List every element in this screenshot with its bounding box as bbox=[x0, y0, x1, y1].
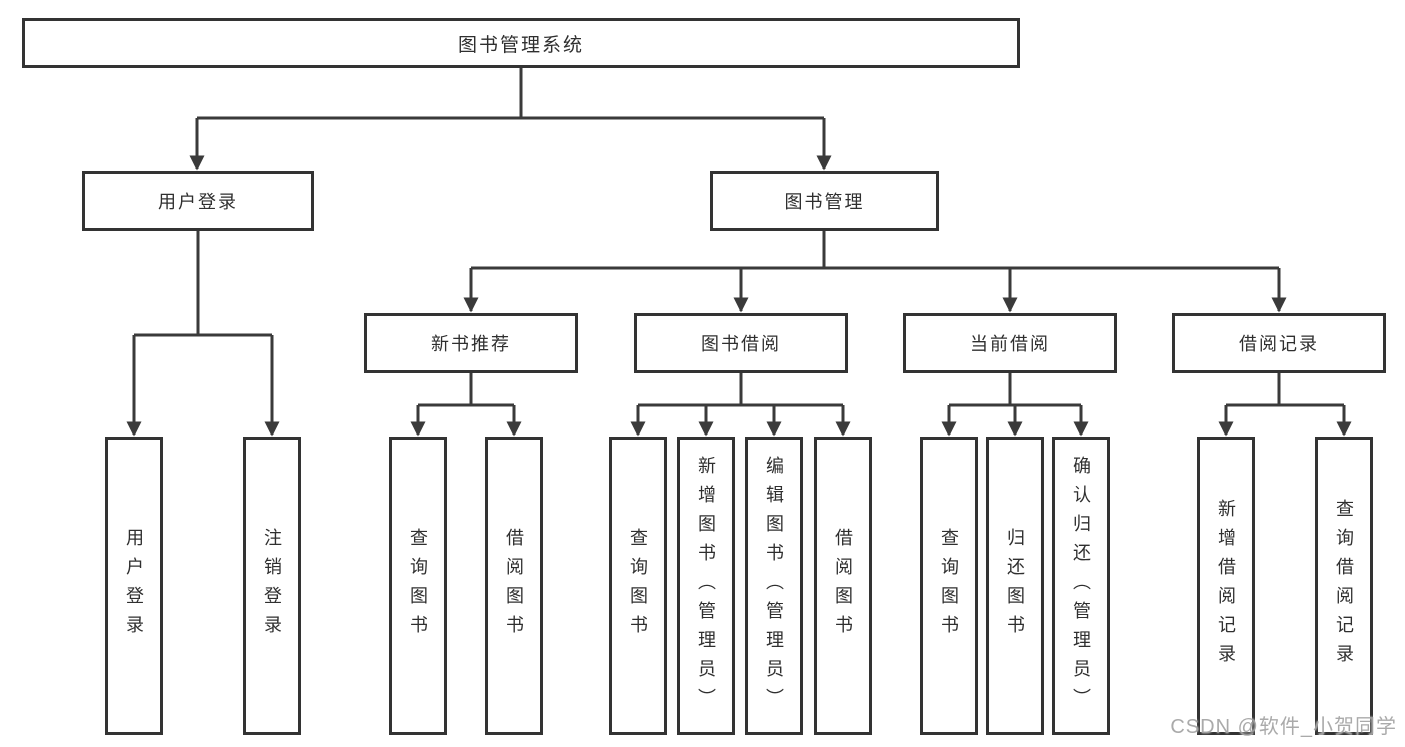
leaf-add-borrow-record: 新增借阅记录 bbox=[1197, 437, 1255, 735]
leaf-borrow-books-recommend-label: 借阅图书 bbox=[504, 528, 524, 644]
leaf-add-book-admin: 新增图书（管理员） bbox=[677, 437, 735, 735]
node-book-borrowing: 图书借阅 bbox=[634, 313, 848, 373]
leaf-query-books-borrow-label: 查询图书 bbox=[628, 528, 648, 644]
leaf-query-borrow-record-label: 查询借阅记录 bbox=[1334, 499, 1354, 673]
leaf-confirm-return-admin-label: 确认归还（管理员） bbox=[1071, 455, 1091, 717]
leaf-query-books-current-label: 查询图书 bbox=[939, 528, 959, 644]
leaf-return-books: 归还图书 bbox=[986, 437, 1044, 735]
node-book-management: 图书管理 bbox=[710, 171, 939, 231]
csdn-watermark: CSDN @软件_小贺同学 bbox=[1170, 716, 1397, 738]
leaf-add-book-admin-label: 新增图书（管理员） bbox=[696, 455, 716, 717]
node-user-login: 用户登录 bbox=[82, 171, 314, 231]
leaf-edit-book-admin-label: 编辑图书（管理员） bbox=[764, 455, 784, 717]
leaf-borrow-books-label: 借阅图书 bbox=[833, 528, 853, 644]
leaf-query-books-borrow: 查询图书 bbox=[609, 437, 667, 735]
leaf-edit-book-admin: 编辑图书（管理员） bbox=[745, 437, 803, 735]
leaf-logout-label: 注销登录 bbox=[262, 528, 282, 644]
leaf-borrow-books-recommend: 借阅图书 bbox=[485, 437, 543, 735]
leaf-query-books-recommend: 查询图书 bbox=[389, 437, 447, 735]
node-library-management-system: 图书管理系统 bbox=[22, 18, 1020, 68]
leaf-confirm-return-admin: 确认归还（管理员） bbox=[1052, 437, 1110, 735]
leaf-return-books-label: 归还图书 bbox=[1005, 528, 1025, 644]
leaf-query-books-recommend-label: 查询图书 bbox=[408, 528, 428, 644]
leaf-add-borrow-record-label: 新增借阅记录 bbox=[1216, 499, 1236, 673]
leaf-logout: 注销登录 bbox=[243, 437, 301, 735]
leaf-user-login-label: 用户登录 bbox=[124, 528, 144, 644]
node-current-borrowing: 当前借阅 bbox=[903, 313, 1117, 373]
leaf-user-login: 用户登录 bbox=[105, 437, 163, 735]
node-borrowing-records: 借阅记录 bbox=[1172, 313, 1386, 373]
node-new-book-recommendation: 新书推荐 bbox=[364, 313, 578, 373]
leaf-borrow-books: 借阅图书 bbox=[814, 437, 872, 735]
leaf-query-borrow-record: 查询借阅记录 bbox=[1315, 437, 1373, 735]
leaf-query-books-current: 查询图书 bbox=[920, 437, 978, 735]
